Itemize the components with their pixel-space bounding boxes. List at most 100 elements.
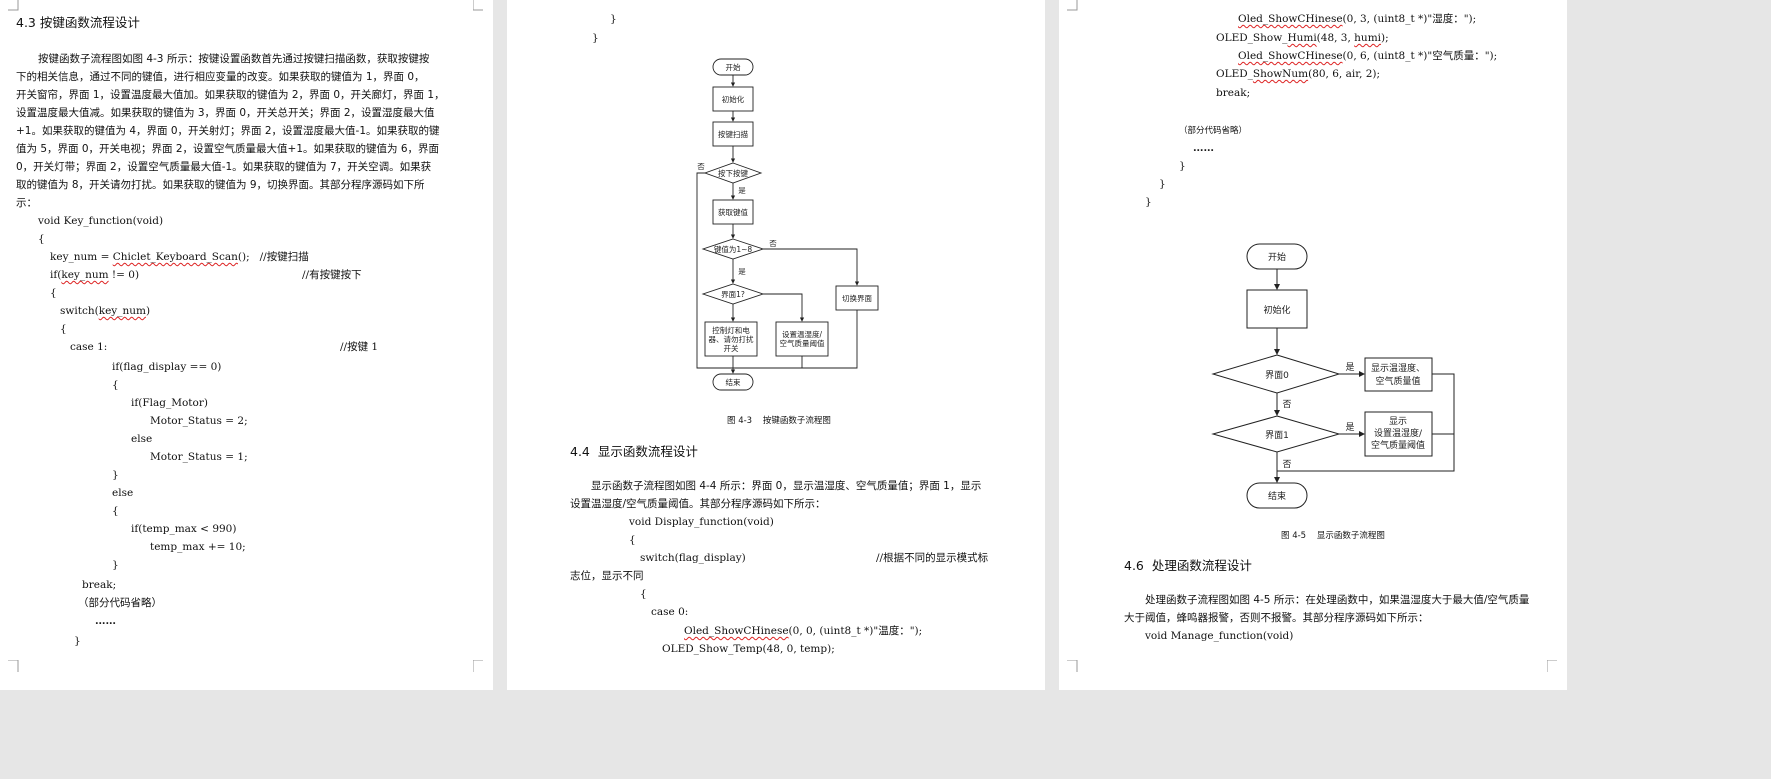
section-heading: 4.6 处理函数流程设计 — [1124, 558, 1252, 573]
code-line: } — [1179, 160, 1186, 172]
flow-yes-label: 是 — [738, 267, 746, 276]
code-line: temp_max += 10; — [150, 541, 246, 553]
page-corner-mark — [1547, 660, 1557, 672]
flow-init-label: 初始化 — [722, 94, 745, 104]
page-corner-mark — [1067, 660, 1078, 672]
paragraph-line: 0，开关灯带；界面 2，设置空气质量最大值-1。如果获取的键值为 7，开关空调。… — [16, 161, 432, 173]
code-line: break; — [82, 579, 117, 591]
flow-end-label: 结束 — [1268, 490, 1286, 502]
paragraph-line: 值为 5，界面 0，开关电视；界面 2，设置空气质量最大值+1。如果获取的键值为… — [16, 143, 440, 155]
code-line: } — [610, 13, 617, 25]
flow-init-label: 初始化 — [1263, 304, 1290, 316]
code-line: key_num = Chiclet_Keyboard_Scan(); //按键扫… — [50, 251, 309, 263]
section-heading: 4.3 按键函数流程设计 — [16, 15, 140, 30]
code-comment: //根据不同的显示模式标 — [876, 552, 989, 564]
flow-no-label: 否 — [1282, 459, 1291, 470]
ellipsis: …… — [1193, 142, 1214, 154]
code-line: if(temp_max < 990) — [131, 523, 237, 535]
flow-init — [1246, 289, 1308, 329]
flow-show0-label: 显示温湿度、 — [1371, 362, 1425, 374]
paragraph-line: 取的键值为 8，开关请勿打扰。如果获取的键值为 9，切换界面。其部分程序源码如下… — [16, 179, 425, 191]
code-line: if(Flag_Motor) — [131, 397, 208, 409]
flow-ctrl-label: 控制灯和电 — [712, 325, 750, 335]
paragraph-line: 设置温湿度/空气质量阈值。其部分程序源码如下所示： — [570, 498, 826, 510]
paragraph-line: 大于阈值，蜂鸣器报警，否则不报警。其部分程序源码如下所示： — [1124, 612, 1429, 624]
code-line: OLED_Show_Temp(48, 0, temp); — [662, 643, 835, 655]
flow-no-label: 否 — [1282, 399, 1291, 410]
page-corner-mark — [473, 0, 483, 11]
flow-pressed-label: 按下按键 — [718, 168, 748, 178]
flow-yes-label: 是 — [1345, 422, 1354, 433]
flow-no-label: 否 — [697, 162, 705, 171]
flow-get-label: 获取键值 — [718, 207, 748, 217]
flow-init — [712, 86, 754, 112]
code-line: } — [1145, 196, 1152, 208]
code-line: case 0: — [651, 606, 689, 618]
code-comment: 志位，显示不同 — [570, 570, 644, 582]
paragraph-line: 处理函数子流程图如图 4-5 所示：在处理函数中，如果温湿度大于最大值/空气质量 — [1145, 594, 1530, 606]
flow-switch-label: 切换界面 — [842, 293, 872, 303]
flow-scan-label: 按键扫描 — [718, 129, 748, 139]
page-corner-mark — [8, 0, 19, 11]
code-line: } — [112, 559, 119, 571]
flow-show1 — [1364, 411, 1433, 457]
code-line: if(flag_display == 0) — [112, 361, 222, 373]
ellipsis: …… — [95, 615, 116, 627]
flow-show0 — [1364, 357, 1433, 392]
code-line: } — [112, 469, 119, 481]
code-line: Oled_ShowCHinese(0, 3, (uint8_t *)"湿度：")… — [1238, 13, 1477, 25]
page-corner-mark — [1067, 0, 1078, 11]
document-page-1: 4.3 按键函数流程设计 按键函数子流程图如图 4-3 所示：按键设置函数首先通… — [0, 0, 493, 690]
code-line: else — [112, 487, 134, 499]
code-line: { — [112, 379, 119, 391]
flow-no-label: 否 — [769, 239, 777, 248]
flow-setv-label: 空气质量阈值 — [780, 338, 825, 348]
flow-scan — [712, 121, 754, 147]
paragraph-line: 下的相关信息，通过不同的键值，进行相应变量的改变。如果获取的键值为 1，界面 0… — [16, 71, 425, 83]
figure-caption: 图 4-3 按键函数子流程图 — [727, 416, 831, 426]
code-line: if(key_num != 0) — [50, 269, 140, 281]
flow-start-label: 开始 — [726, 62, 741, 72]
code-line: case 1: — [70, 341, 108, 353]
code-line: break; — [1216, 87, 1251, 99]
paragraph-line: +1。如果获取的键值为 4，界面 0，开关射灯；界面 2，设置湿度最大值-1。如… — [16, 125, 440, 137]
flow-show1-label: 显示 — [1389, 416, 1407, 427]
code-line: Oled_ShowCHinese(0, 6, (uint8_t *)"空气质量：… — [1238, 50, 1498, 62]
paragraph-line: 按键函数子流程图如图 4-3 所示：按键设置函数首先通过按键扫描函数，获取按键按 — [38, 53, 430, 65]
code-line: Motor_Status = 1; — [150, 451, 248, 463]
flow-setv — [775, 321, 829, 357]
code-line: Oled_ShowCHinese(0, 0, (uint8_t *)"温度：")… — [684, 625, 923, 637]
flow-end-label: 结束 — [726, 377, 741, 387]
code-comment: //按键 1 — [340, 341, 379, 353]
flow-end — [712, 373, 754, 391]
code-line: void Manage_function(void) — [1145, 630, 1294, 642]
code-line: { — [629, 534, 636, 546]
flow-if0-label: 界面0 — [1265, 370, 1289, 381]
display-function-flowchart: 开始 初始化 界面0 是 显示温湿度、 空气质量值 否 界面1 是 显示 设置温… — [1211, 243, 1455, 509]
code-line: } — [74, 635, 81, 647]
flow-iface-label: 界面1? — [721, 290, 745, 299]
code-line: { — [38, 233, 45, 245]
code-line: void Display_function(void) — [629, 516, 774, 528]
page-corner-mark — [8, 660, 19, 672]
code-line: else — [131, 433, 153, 445]
paragraph-line: 示： — [16, 197, 37, 209]
flow-key-label: 键值为1~8 — [714, 244, 753, 254]
flow-ctrl-label: 开关 — [724, 343, 739, 353]
code-line: } — [592, 32, 599, 44]
code-line: switch(key_num) — [60, 305, 151, 317]
code-line: OLED_Show_Humi(48, 3, humi); — [1216, 32, 1389, 44]
code-line: { — [50, 287, 57, 299]
flow-get — [712, 199, 754, 225]
flow-yes-label: 是 — [738, 186, 746, 195]
paragraph-line: 显示函数子流程图如图 4-4 所示：界面 0，显示温湿度、空气质量值；界面 1，… — [591, 480, 982, 492]
code-line: } — [1159, 178, 1166, 190]
code-line: { — [60, 323, 67, 335]
code-line: void Key_function(void) — [38, 215, 164, 227]
flow-ctrl — [704, 321, 758, 357]
flow-start-label: 开始 — [1268, 251, 1286, 263]
paragraph-line: 开关窗帘，界面 1，设置温度最大值加。如果获取的键值为 2，界面 0，开关廊灯，… — [16, 89, 445, 101]
section-heading: 4.4 显示函数流程设计 — [570, 444, 698, 459]
page-corner-mark — [473, 660, 483, 672]
code-comment: //有按键按下 — [302, 269, 362, 281]
